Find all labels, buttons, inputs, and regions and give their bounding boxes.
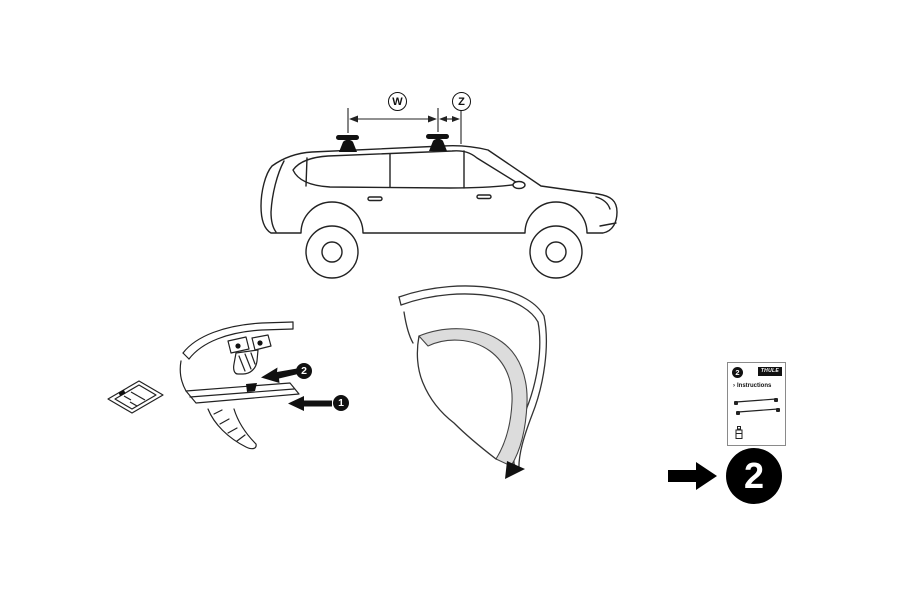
lubricant-bottle-icon xyxy=(735,426,743,439)
door-handle xyxy=(367,196,383,202)
mounting-bracket xyxy=(233,349,259,375)
step-2-callout: 2 xyxy=(296,363,312,379)
next-step-arrow-icon xyxy=(668,462,717,490)
door-frame-mounting-detail xyxy=(179,321,300,450)
door-corner-cutaway-detail xyxy=(398,285,548,479)
door-handle xyxy=(476,194,492,200)
step-1-callout: 1 xyxy=(333,395,349,411)
car-side-view xyxy=(260,144,618,279)
instructions-text: Instructions xyxy=(737,383,772,389)
side-mirror xyxy=(512,180,526,190)
fit-kit-pad-icon xyxy=(107,380,164,414)
dimension-arrowheads xyxy=(349,115,460,123)
step2-arrow-icon xyxy=(261,367,298,383)
card-step-badge: 2 xyxy=(732,367,743,378)
roof-rack-feet xyxy=(336,134,449,152)
headlight xyxy=(595,196,611,210)
chevron-right-icon: › xyxy=(733,383,735,389)
roof-rack-foot-front xyxy=(429,138,447,151)
load-bars-icon xyxy=(734,398,780,415)
dimension-z-label: Z xyxy=(452,92,471,111)
instructions-label: ›Instructions xyxy=(733,383,771,389)
step-number-indicator: 2 xyxy=(726,448,782,504)
step1-arrow-icon xyxy=(288,396,332,411)
dimension-w-label: W xyxy=(388,92,407,111)
dimension-lines xyxy=(347,108,462,144)
instruction-card: 2 THULE ›Instructions xyxy=(727,362,786,446)
callout-arrows xyxy=(261,367,332,411)
thule-logo: THULE xyxy=(757,367,782,376)
door-seal-band xyxy=(418,328,528,467)
roof-rack-foot-rear xyxy=(339,139,357,152)
